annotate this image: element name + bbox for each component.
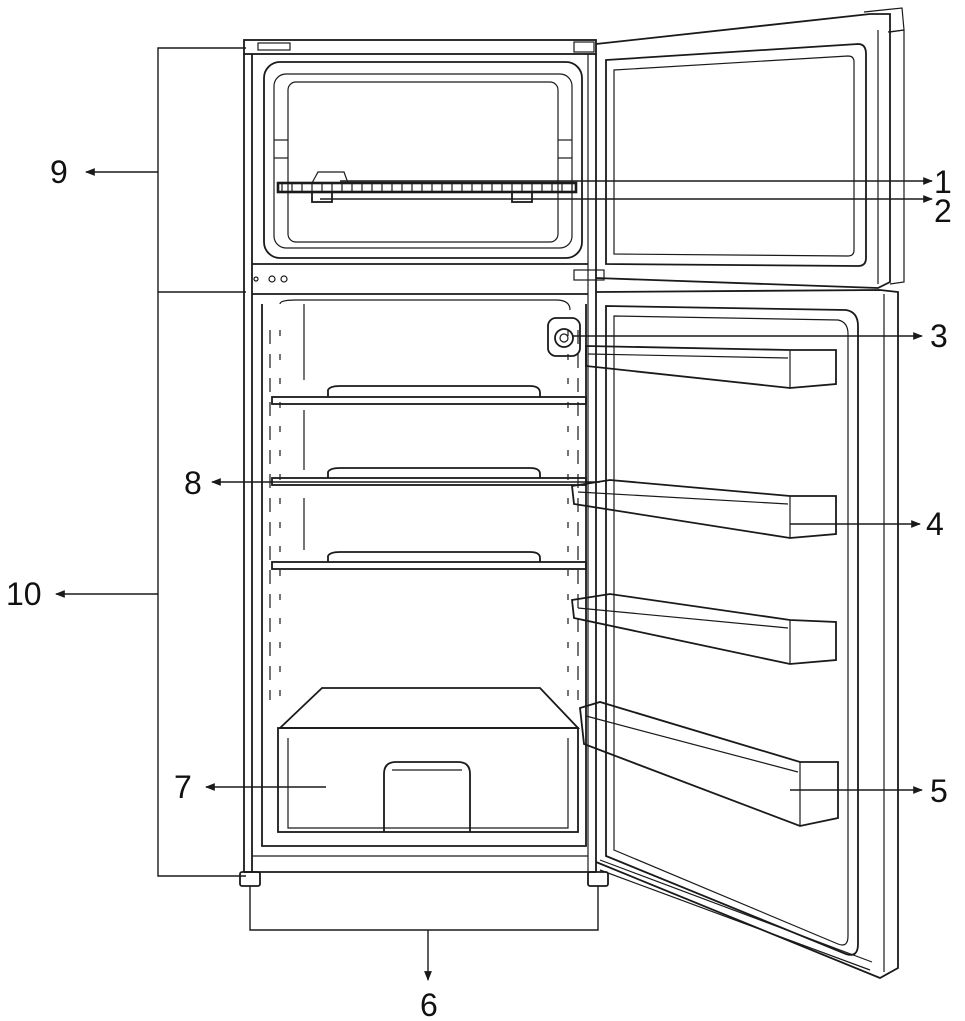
fridge-door [595, 289, 899, 979]
freezer-door [595, 7, 905, 289]
callout-5: 5 [930, 773, 948, 809]
callout-4: 4 [926, 506, 944, 542]
callout-6: 6 [420, 987, 438, 1021]
callout-9: 9 [50, 154, 68, 190]
crisper-drawer [277, 687, 581, 833]
fridge-compartment [261, 299, 587, 847]
thermostat-knob [547, 317, 581, 357]
callout-1: 1 [934, 164, 952, 200]
freezer-wire-shelf [276, 171, 578, 203]
door-balcony-bottle [579, 701, 839, 827]
glass-shelf-lower [271, 551, 587, 570]
adjustable-feet [239, 871, 609, 887]
callout-2: 2 [934, 193, 952, 229]
door-balcony-middle [571, 593, 837, 665]
door-balcony-egg [571, 479, 837, 539]
callout-10: 10 [6, 576, 42, 612]
callout-3: 3 [930, 318, 948, 354]
leader-lines [55, 47, 933, 981]
freezer-compartment [263, 61, 583, 259]
callout-7: 7 [174, 769, 192, 805]
glass-shelf-top [271, 385, 587, 405]
callout-8: 8 [184, 465, 202, 501]
cabinet-body [243, 39, 605, 873]
callout-numbers: 1 2 3 4 5 6 7 8 9 10 [6, 154, 952, 1021]
door-balcony-top [585, 345, 837, 389]
